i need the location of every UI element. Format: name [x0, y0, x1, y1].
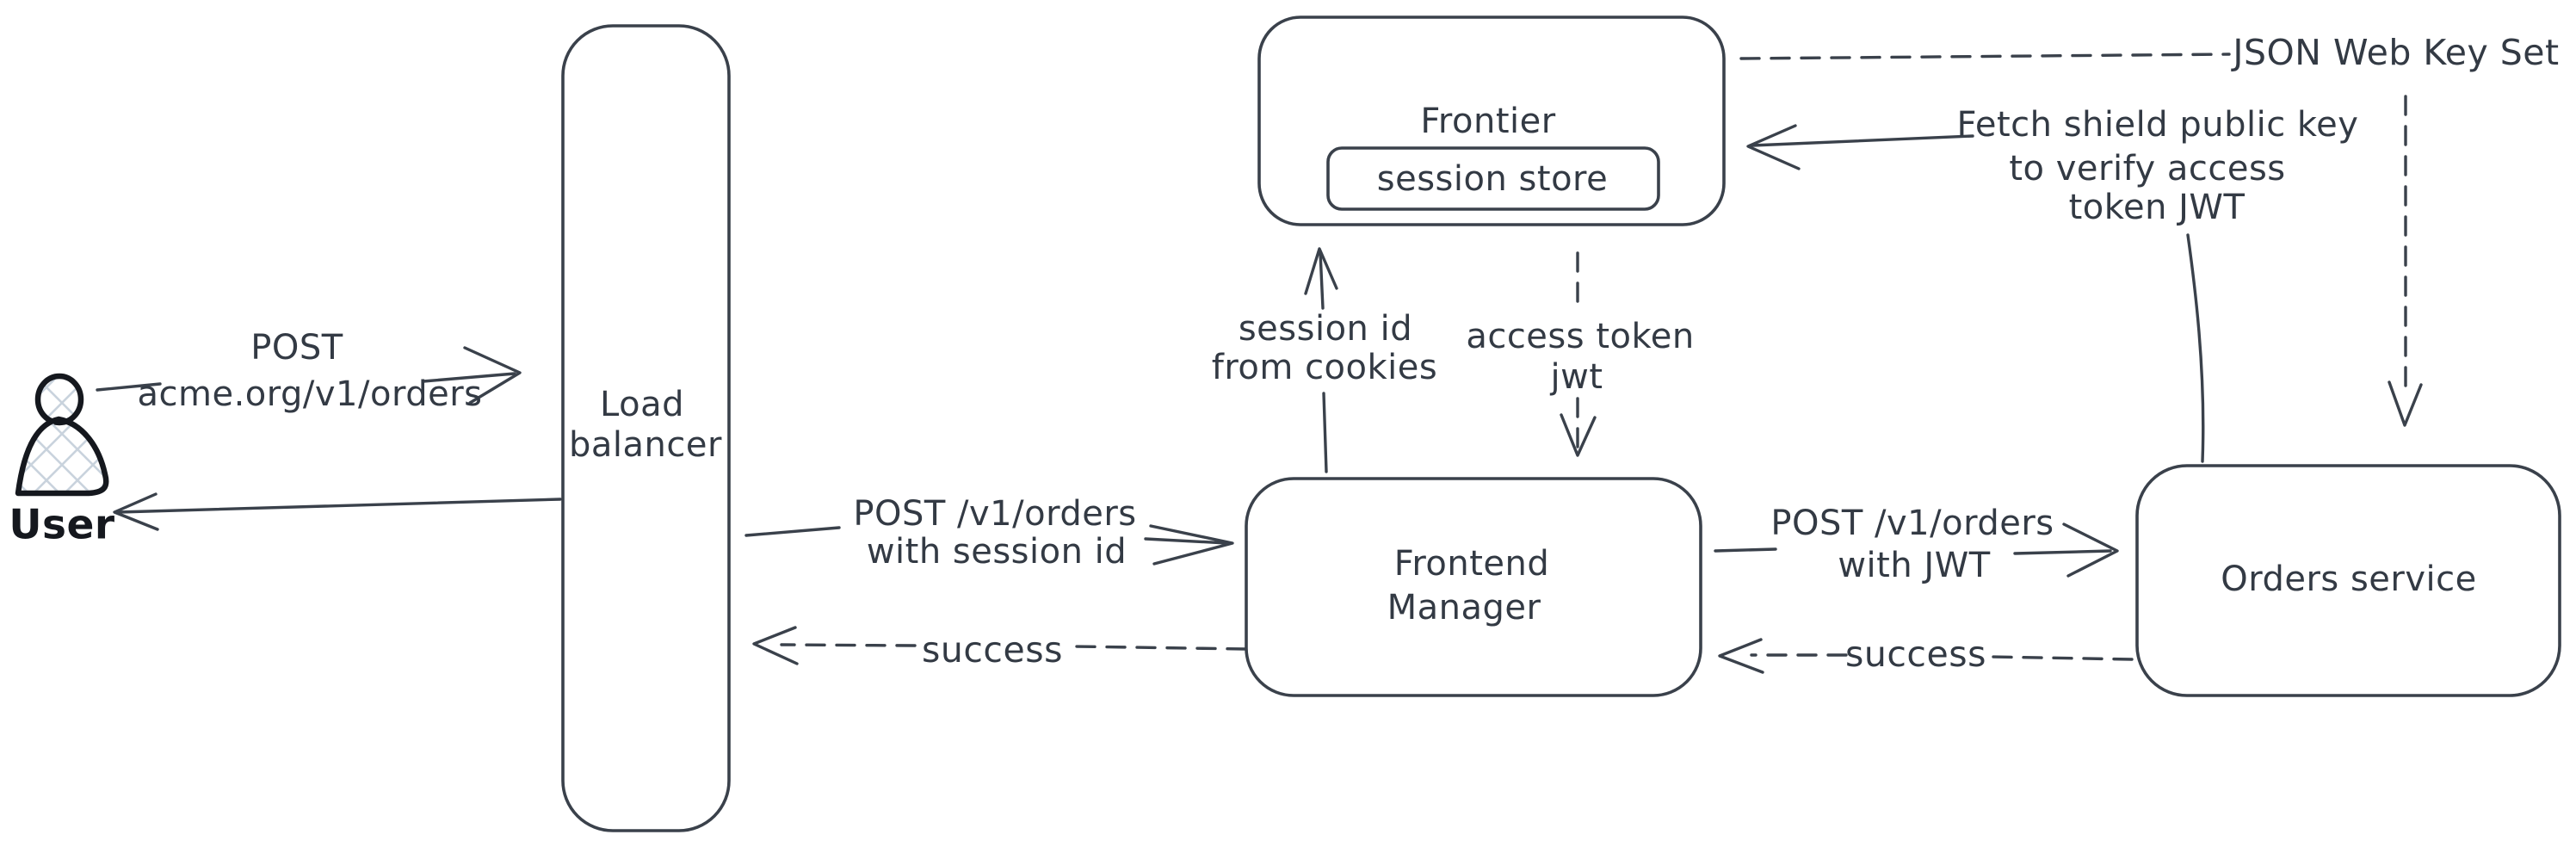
node-orders-service: Orders service	[2135, 464, 2561, 697]
arrowhead-left	[1746, 124, 1801, 170]
arrow-load-balancer-to-user	[113, 492, 562, 531]
frontend-manager-label-line1: Frontend	[1394, 544, 1550, 584]
edge-label: success	[1845, 634, 1986, 675]
arrow-line	[1322, 392, 1328, 473]
edge-label-line1: POST /v1/orders	[853, 494, 1136, 534]
session-store-label: session store	[1377, 159, 1608, 199]
arrow-orders-service-to-frontier: Fetch shield public key to verify access…	[1746, 105, 2359, 463]
arrowhead-down	[1560, 413, 1597, 457]
edge-label-line1: POST /v1/orders	[1770, 504, 2054, 543]
node-frontier: Frontier session store	[1257, 15, 1726, 226]
node-load-balancer: Load balancer	[561, 24, 731, 832]
arrow-line	[744, 526, 841, 537]
arrow-line	[1751, 134, 1974, 147]
load-balancer-label-line1: Load	[600, 385, 684, 424]
edge-label-line2: with session id	[867, 532, 1127, 572]
edge-label: success	[922, 629, 1063, 671]
edge-label-line2: jwt	[1549, 357, 1603, 397]
session-store-box	[1326, 146, 1660, 211]
edge-label-line1: POST	[250, 328, 343, 368]
dashed-line	[780, 643, 917, 647]
orders-service-label: Orders service	[2221, 560, 2477, 599]
arrow-line	[1144, 537, 1229, 545]
user-label: User	[9, 502, 115, 549]
arrow-frontend-manager-to-frontier: session id from cookies	[1212, 247, 1437, 473]
edge-label-line2: from cookies	[1212, 348, 1437, 387]
arrowhead-right	[1149, 524, 1234, 566]
edge-label-line1: session id	[1239, 309, 1412, 349]
edge-label-line1: Fetch shield public key	[1957, 105, 2359, 145]
arrow-frontend-manager-to-load-balancer: success	[752, 626, 1247, 671]
frontier-label: Frontier	[1420, 102, 1555, 141]
arrow-load-balancer-to-frontend-manager: POST /v1/orders with session id	[744, 494, 1234, 572]
frontend-manager-label-line2: Manager	[1387, 588, 1541, 628]
frontend-manager-box	[1245, 477, 1702, 697]
edge-label-line2: acme.org/v1/orders	[138, 374, 483, 414]
arrowhead-up	[1304, 247, 1338, 295]
arrow-orders-service-to-frontend-manager: success	[1718, 634, 2134, 675]
dashed-line	[1739, 53, 2231, 60]
arrow-curve	[2186, 233, 2205, 463]
arrow-line	[1714, 547, 1777, 553]
node-frontend-manager: Frontend Manager	[1245, 477, 1702, 697]
arrow-line	[422, 372, 516, 383]
user-icon-body	[15, 416, 109, 497]
arrow-line	[1319, 250, 1325, 310]
load-balancer-box	[561, 24, 731, 832]
arrowhead-left	[1718, 638, 1764, 674]
edge-label-line2: with JWT	[1838, 546, 1990, 585]
arrowhead-down	[2388, 380, 2423, 427]
arrow-frontier-to-frontend-manager: access token jwt	[1466, 251, 1694, 457]
arrow-line	[117, 498, 562, 514]
edge-label-line1: access token	[1466, 317, 1694, 356]
dashed-line	[1074, 645, 1247, 651]
arrow-user-to-load-balancer: POST acme.org/v1/orders	[96, 328, 522, 414]
arrow-frontier-to-jwks: JSON Web Key Set	[1739, 32, 2559, 427]
load-balancer-label-line2: balancer	[569, 425, 722, 465]
orders-service-box	[2135, 464, 2561, 697]
dashed-line	[1988, 655, 2134, 661]
arrowhead-right	[463, 346, 522, 405]
arrowhead-left	[752, 626, 799, 665]
arrow-line	[2013, 549, 2112, 555]
arrowhead-left	[113, 492, 159, 531]
edge-label-line2: to verify access	[2009, 149, 2285, 189]
arrow-frontend-manager-to-orders-service: POST /v1/orders with JWT	[1714, 504, 2119, 585]
user-actor: User	[9, 373, 115, 549]
arrow-line	[96, 382, 162, 392]
jwks-label: JSON Web Key Set	[2230, 32, 2559, 73]
edge-label-line3: token JWT	[2069, 188, 2246, 227]
arrowhead-right	[2062, 522, 2119, 578]
user-icon-head	[34, 373, 84, 426]
